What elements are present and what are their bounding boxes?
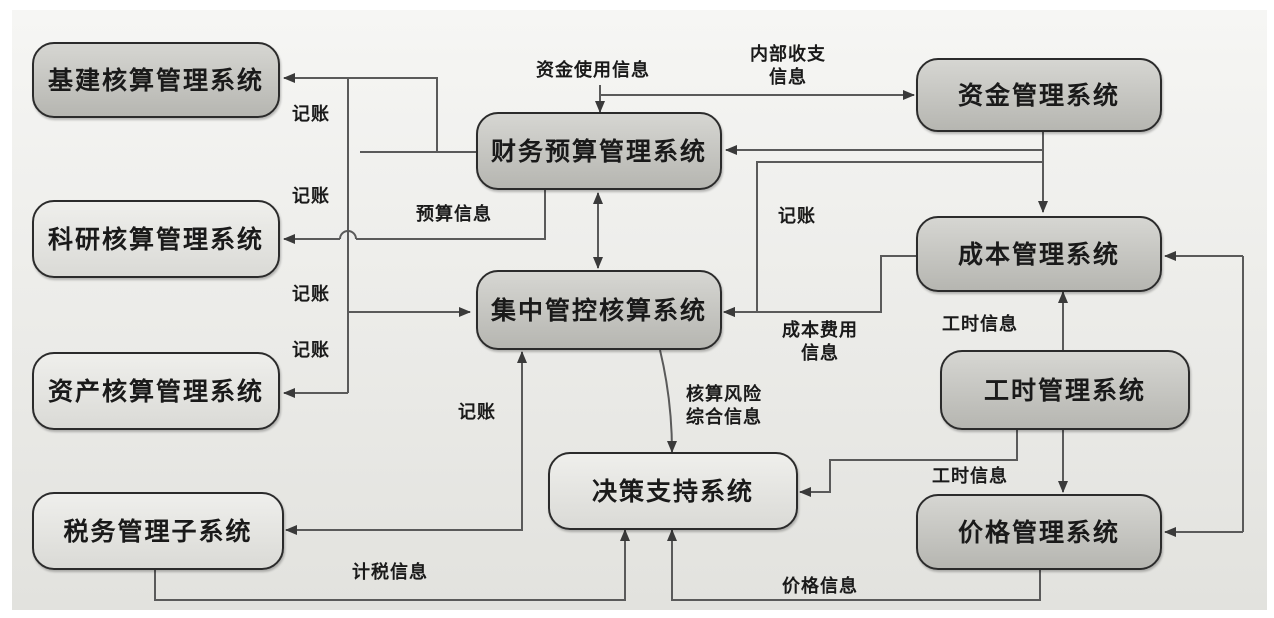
label-neibu-shouzhi: 内部收支信息 — [750, 44, 826, 88]
node-jijian: 基建核算管理系统 — [32, 42, 280, 118]
label-chengben-feiyong: 成本费用信息 — [782, 320, 858, 364]
arrow-jiage-to-juece — [667, 529, 1041, 601]
node-shuiwu: 税务管理子系统 — [32, 492, 284, 570]
label-jizhang-6: 记账 — [778, 206, 816, 227]
arrow-gongshi-to-juece — [799, 430, 1018, 497]
node-jizhong: 集中管控核算系统 — [476, 270, 722, 350]
arrow-chengben-to-jizhong — [723, 255, 916, 317]
node-gongshi: 工时管理系统 — [940, 350, 1190, 430]
label-jiage-xinxi: 价格信息 — [782, 576, 858, 597]
label-zijin-shiyong: 资金使用信息 — [536, 60, 650, 81]
label-gongshi-2: 工时信息 — [932, 466, 1008, 487]
node-zichan: 资产核算管理系统 — [32, 352, 280, 430]
node-caiwu: 财务预算管理系统 — [476, 112, 722, 190]
label-jishui: 计税信息 — [352, 562, 428, 583]
label-jizhang-4: 记账 — [292, 340, 330, 361]
label-yusuan: 预算信息 — [416, 204, 492, 225]
node-chengben: 成本管理系统 — [916, 216, 1162, 292]
node-juece: 决策支持系统 — [548, 452, 798, 530]
arrow-jishui-to-juece — [154, 529, 630, 601]
label-gongshi-1: 工时信息 — [942, 314, 1018, 335]
node-keyan: 科研核算管理系统 — [32, 200, 280, 278]
label-jizhang-3: 记账 — [292, 284, 330, 305]
arrow-zijin-to-caiwu — [725, 132, 1044, 155]
arrow-shuiwu-to-jizhong — [286, 351, 527, 531]
label-hesuan-fengxian: 核算风险综合信息 — [686, 384, 762, 428]
line-yusuan-to-keyan — [356, 190, 546, 240]
arrow-jizhong-to-juece — [659, 349, 677, 453]
label-jizhang-5: 记账 — [458, 402, 496, 423]
label-jizhang-2: 记账 — [292, 186, 330, 207]
label-jizhang-1: 记账 — [292, 104, 330, 125]
node-zijin: 资金管理系统 — [916, 58, 1162, 132]
node-jiage: 价格管理系统 — [916, 494, 1162, 570]
line-caiwu-to-jijian — [348, 77, 476, 153]
line-bump — [339, 230, 357, 240]
